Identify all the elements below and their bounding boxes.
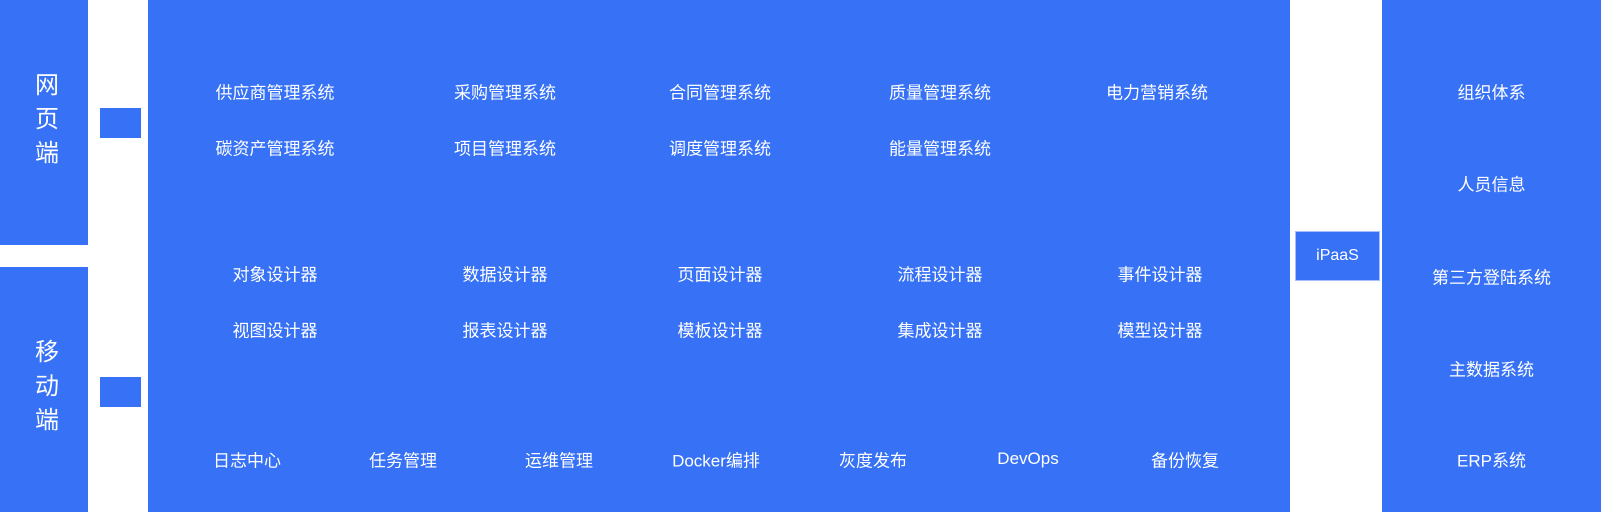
external-system-label: ERP系统: [1457, 451, 1526, 471]
external-system-label: 组织体系: [1457, 83, 1526, 103]
designer-label: 对象设计器: [232, 265, 318, 285]
external-system-label: 人员信息: [1457, 175, 1526, 195]
ipaas-box: iPaaS: [1295, 231, 1380, 281]
designer-label: 报表设计器: [462, 321, 548, 341]
module-label: 采购管理系统: [454, 83, 556, 103]
external-system-label: 主数据系统: [1449, 360, 1534, 380]
ops-label: 灰度发布: [839, 451, 907, 471]
ops-label: 任务管理: [369, 451, 437, 471]
designer-label: 流程设计器: [897, 265, 983, 285]
ops-label: 日志中心: [213, 451, 281, 471]
ops-label: 运维管理: [525, 451, 593, 471]
module-label: 电力营销系统: [1106, 83, 1208, 103]
designer-label: 视图设计器: [232, 321, 318, 341]
designer-label: 模板设计器: [677, 321, 763, 341]
designer-label: 页面设计器: [677, 265, 763, 285]
ipaas-label: iPaaS: [1316, 247, 1359, 264]
designer-label: 事件设计器: [1117, 265, 1203, 285]
mobile-connector-block: [100, 377, 141, 407]
web-connector-block: [100, 108, 141, 138]
web-client-label: 网页端: [30, 71, 58, 174]
platform-panel: 供应商管理系统 采购管理系统 合同管理系统 质量管理系统 电力营销系统 碳资产管…: [148, 0, 1290, 512]
module-label: 项目管理系统: [454, 139, 556, 159]
module-label: 调度管理系统: [669, 139, 771, 159]
designer-label: 数据设计器: [462, 265, 548, 285]
module-label: 合同管理系统: [669, 83, 771, 103]
module-label: 供应商管理系统: [215, 83, 335, 103]
ops-label: 备份恢复: [1151, 451, 1219, 471]
module-label: 质量管理系统: [889, 83, 991, 103]
mobile-client-panel: 移动端: [0, 267, 88, 512]
ops-label: Docker编排: [672, 451, 760, 471]
designer-label: 模型设计器: [1117, 321, 1203, 341]
mobile-client-label: 移动端: [30, 338, 58, 441]
external-system-label: 第三方登陆系统: [1432, 268, 1551, 288]
module-label: 碳资产管理系统: [215, 139, 335, 159]
external-systems-panel: 组织体系 人员信息 第三方登陆系统 主数据系统 ERP系统: [1382, 0, 1601, 512]
ops-label: DevOps: [997, 449, 1059, 468]
web-client-panel: 网页端: [0, 0, 88, 245]
designer-label: 集成设计器: [897, 321, 983, 341]
module-label: 能量管理系统: [889, 139, 991, 159]
